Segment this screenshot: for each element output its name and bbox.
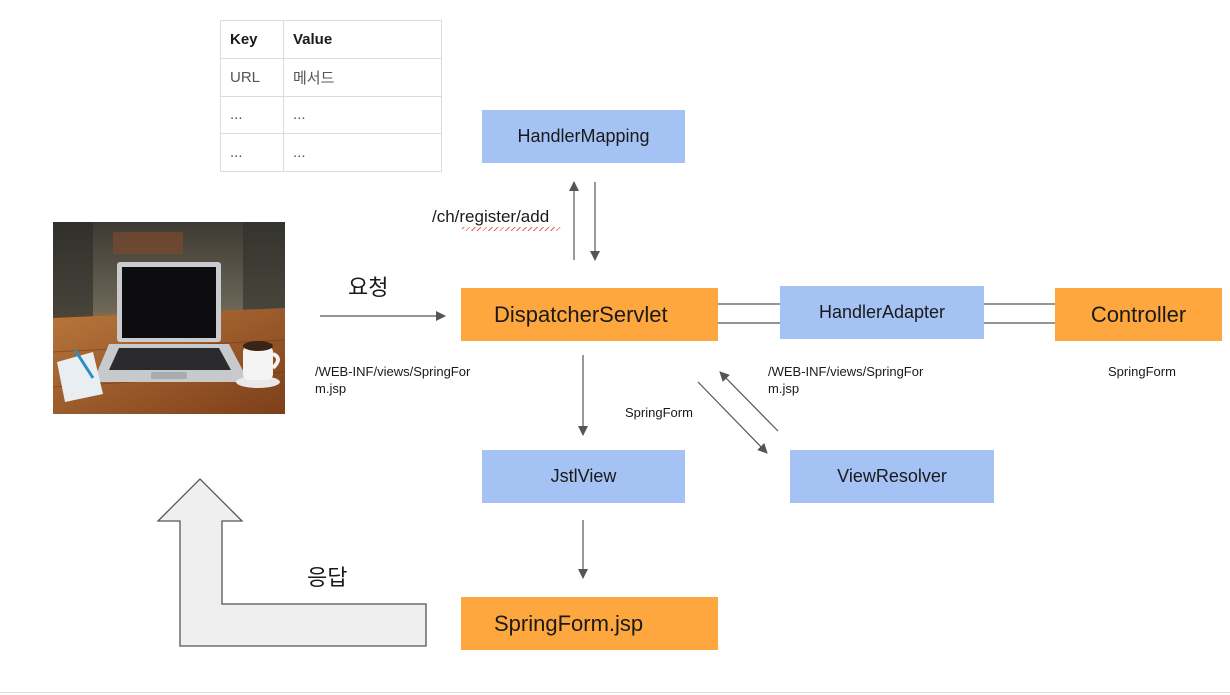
client-laptop-image (52, 222, 286, 414)
table-row: ... ... (220, 133, 442, 172)
table-cell: ... (283, 133, 442, 172)
handler-mapping-label: HandlerMapping (517, 126, 650, 146)
table-cell: ... (220, 133, 284, 172)
table-cell: 메서드 (283, 57, 442, 97)
table-header-row: Key Value (220, 20, 442, 59)
jstl-view-box: JstlView (482, 450, 685, 503)
dispatcher-servlet-box: DispatcherServlet (461, 288, 718, 341)
view-path-right-label: /WEB-INF/views/SpringFor m.jsp (768, 364, 924, 396)
table-row: URL 메서드 (220, 57, 442, 97)
handler-mapping-box: HandlerMapping (482, 110, 685, 163)
springform-resolver-label: SpringForm (625, 405, 693, 420)
springform-controller-label: SpringForm (1108, 364, 1176, 379)
controller-box: Controller (1055, 288, 1222, 341)
table-header-key: Key (220, 20, 284, 59)
handler-adapter-box: HandlerAdapter (780, 286, 984, 339)
dispatcher-servlet-label: DispatcherServlet (494, 301, 668, 327)
springform-jsp-label: SpringForm.jsp (494, 610, 644, 636)
key-value-table: Key Value URL 메서드 ... ... ... ... (220, 20, 442, 172)
request-url-label: /ch/register/add (432, 207, 550, 226)
spellcheck-underline (462, 227, 561, 231)
response-arrow (156, 478, 427, 647)
response-label: 응답 (307, 565, 348, 590)
handler-adapter-label: HandlerAdapter (818, 302, 946, 322)
arrow-to-view-resolver (697, 381, 768, 454)
laptop-on-table-icon (52, 222, 286, 414)
view-resolver-label: ViewResolver (837, 466, 947, 486)
controller-label: Controller (1090, 301, 1187, 327)
bottom-divider (0, 692, 1230, 693)
table-row: ... ... (220, 95, 442, 135)
view-resolver-box: ViewResolver (790, 450, 994, 503)
table-header-value: Value (283, 20, 442, 59)
table-cell: ... (283, 95, 442, 135)
arrow-from-view-resolver (719, 371, 779, 432)
jstl-view-label: JstlView (550, 466, 617, 486)
springform-jsp-box: SpringForm.jsp (461, 597, 718, 650)
view-path-left-label: /WEB-INF/views/SpringFor m.jsp (315, 364, 471, 396)
request-label: 요청 (348, 275, 389, 300)
